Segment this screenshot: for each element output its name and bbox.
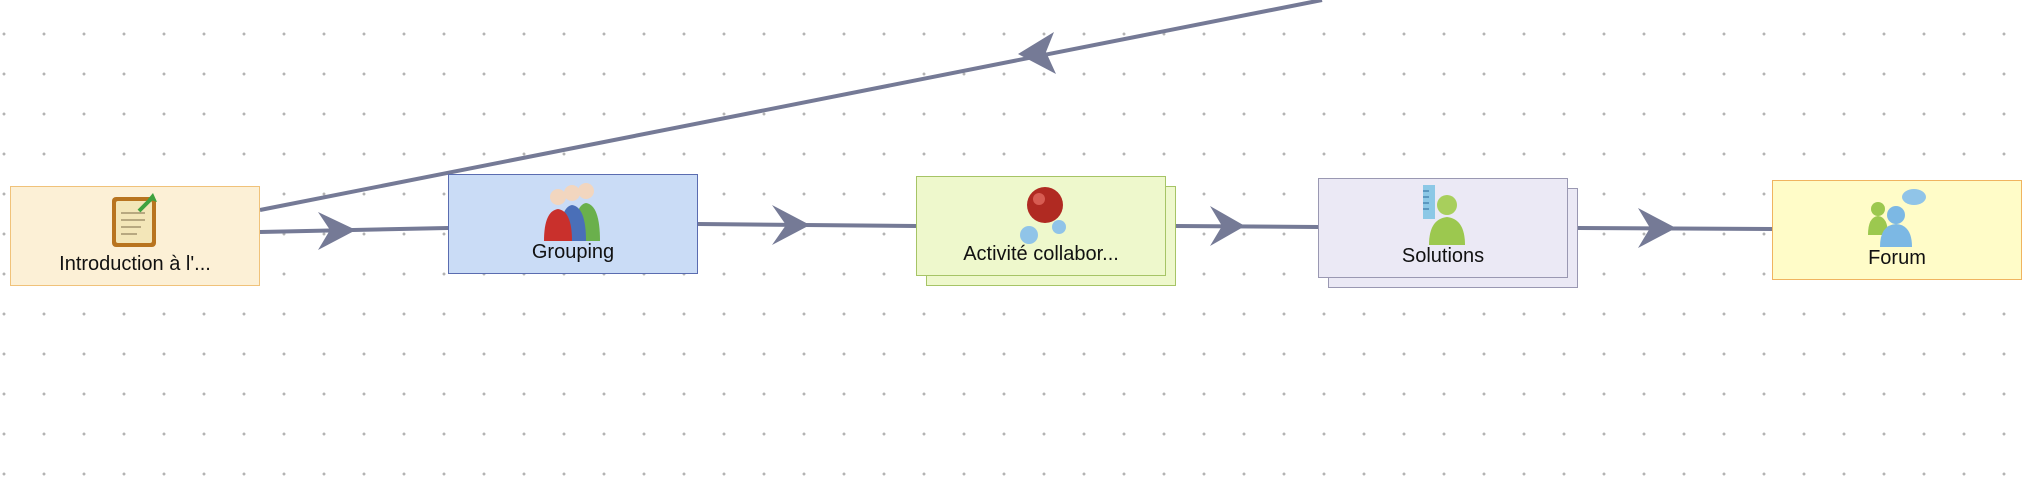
activity-label: Grouping xyxy=(531,241,615,263)
notebook-icon xyxy=(112,193,157,247)
transition-intro-to-offscreen[interactable] xyxy=(259,0,1323,212)
forum-chat-icon xyxy=(1868,189,1926,247)
activity-label: Activité collabor... xyxy=(963,243,1119,265)
transition-grouping-to-collab[interactable] xyxy=(697,205,917,245)
activity-grouping[interactable]: Grouping xyxy=(448,174,698,274)
transition-solutions-to-forum[interactable] xyxy=(1577,208,1773,248)
activity-forum[interactable]: Forum xyxy=(1772,180,2022,280)
activity-label: Solutions xyxy=(1401,245,1485,267)
transition-intro-to-grouping[interactable] xyxy=(259,212,449,250)
activity-collaborative[interactable]: Activité collabor... xyxy=(916,176,1166,276)
learner-ruler-icon xyxy=(1423,185,1465,245)
activity-solutions[interactable]: Solutions xyxy=(1318,178,1568,278)
group-people-icon xyxy=(544,183,600,241)
activity-label: Forum xyxy=(1868,247,1926,269)
activity-label: Introduction à l'... xyxy=(59,253,211,275)
collaboration-bubbles-icon xyxy=(1020,187,1066,244)
activity-introduction[interactable]: Introduction à l'... xyxy=(10,186,260,286)
transition-collab-to-solutions[interactable] xyxy=(1175,206,1319,246)
